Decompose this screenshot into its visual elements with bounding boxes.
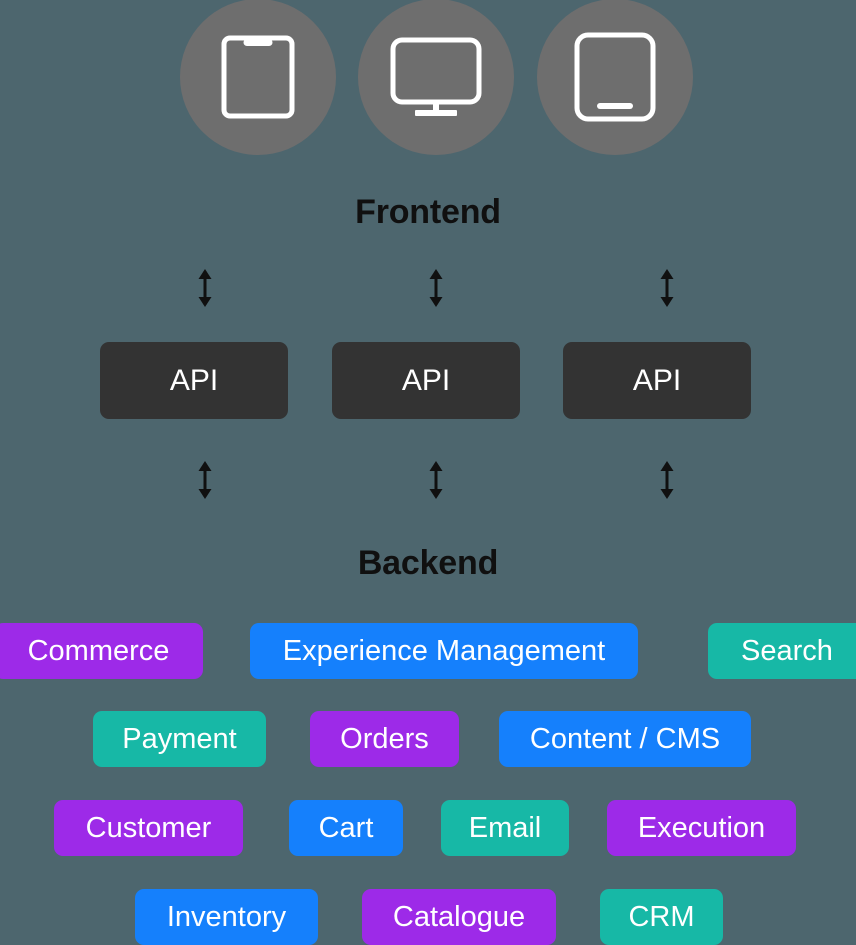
service-chip-catalogue[interactable]: Catalogue (362, 889, 556, 945)
service-chip-crm[interactable]: CRM (600, 889, 723, 945)
up-down-arrow-icon (656, 460, 678, 500)
service-chip-label: Experience Management (282, 634, 606, 667)
service-chip-search[interactable]: Search (708, 623, 856, 679)
api-box-label: API (632, 363, 682, 397)
service-chip-email[interactable]: Email (441, 800, 569, 856)
device-circle-mobile (180, 0, 336, 155)
tablet-icon (573, 31, 657, 123)
up-down-arrow-icon (194, 268, 216, 308)
service-chip-label: Commerce (27, 634, 170, 667)
desktop-monitor-icon (389, 36, 483, 118)
service-chip-label: CRM (628, 900, 695, 933)
service-chip-label: Execution (637, 811, 766, 844)
backend-title: Backend (357, 544, 499, 582)
service-chip-label: Search (741, 634, 833, 667)
device-circle-tablet (537, 0, 693, 155)
service-chip-payment[interactable]: Payment (93, 711, 266, 767)
up-down-arrow-icon (194, 460, 216, 500)
service-chip-orders[interactable]: Orders (310, 711, 459, 767)
service-chip-label: Email (468, 811, 542, 844)
api-box-2[interactable]: API (332, 342, 520, 419)
service-chip-label: Inventory (166, 900, 287, 933)
api-box-1[interactable]: API (100, 342, 288, 419)
service-chip-commerce[interactable]: Commerce (0, 623, 203, 679)
service-chip-label: Catalogue (392, 900, 526, 933)
service-chip-label: Content / CMS (529, 722, 721, 755)
device-circle-desktop (358, 0, 514, 155)
service-chip-customer[interactable]: Customer (54, 800, 243, 856)
service-chip-inventory[interactable]: Inventory (135, 889, 318, 945)
service-chip-label: Payment (122, 722, 237, 755)
service-chip-label: Orders (340, 722, 429, 755)
api-box-3[interactable]: API (563, 342, 751, 419)
service-chip-label: Cart (318, 811, 374, 844)
up-down-arrow-icon (656, 268, 678, 308)
service-chip-experience-management[interactable]: Experience Management (250, 623, 638, 679)
up-down-arrow-icon (425, 268, 447, 308)
service-chip-content-cms[interactable]: Content / CMS (499, 711, 751, 767)
api-box-label: API (169, 363, 219, 397)
service-chip-cart[interactable]: Cart (289, 800, 403, 856)
up-down-arrow-icon (425, 460, 447, 500)
mobile-phone-icon (220, 34, 296, 120)
service-chip-label: Customer (85, 811, 212, 844)
api-box-label: API (401, 363, 451, 397)
service-chip-execution[interactable]: Execution (607, 800, 796, 856)
frontend-title: Frontend (355, 193, 501, 231)
